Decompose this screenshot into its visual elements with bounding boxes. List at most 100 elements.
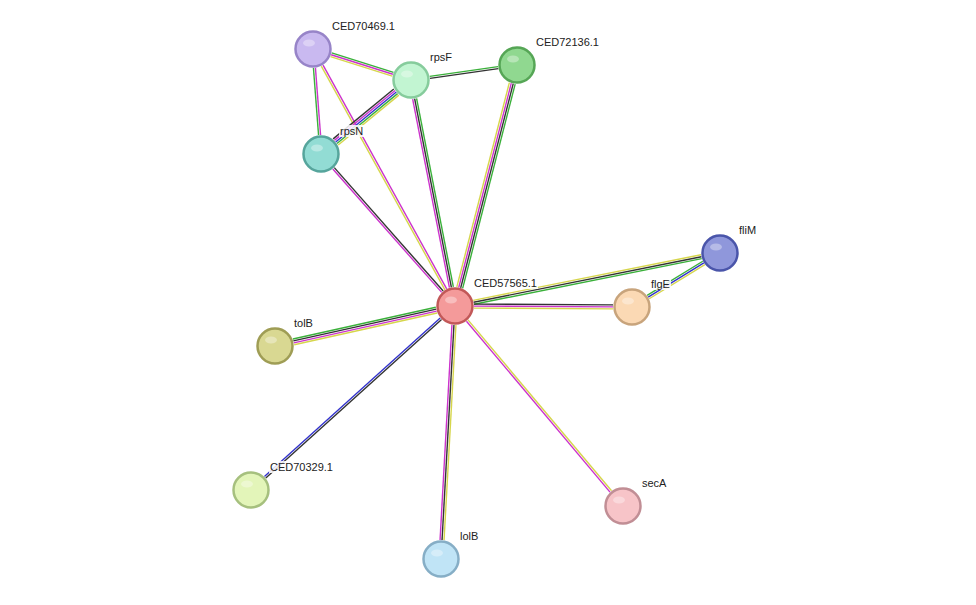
interaction-edge — [466, 320, 611, 492]
node-circle — [294, 30, 332, 68]
evidence-line — [474, 307, 613, 309]
evidence-line — [331, 57, 393, 77]
protein-label: fliM — [738, 224, 757, 236]
node-circle — [392, 61, 430, 99]
evidence-line — [648, 263, 704, 297]
evidence-line — [294, 311, 437, 343]
interaction-edge — [473, 255, 702, 304]
evidence-line — [468, 320, 612, 491]
interaction-edge — [474, 304, 613, 309]
evidence-line — [333, 89, 394, 139]
evidence-line — [332, 53, 394, 73]
evidence-line — [338, 95, 399, 145]
evidence-line — [457, 83, 510, 287]
node-gloss — [622, 298, 634, 305]
evidence-line — [417, 98, 454, 287]
node-circle — [703, 236, 738, 271]
evidence-line — [649, 265, 705, 299]
evidence-line — [461, 84, 514, 288]
node-circle — [302, 135, 340, 173]
interaction-edge — [413, 98, 454, 287]
protein-label: CED72136.1 — [535, 36, 600, 48]
protein-label: lolB — [459, 530, 479, 542]
interaction-edge — [647, 261, 705, 299]
node-circle — [613, 288, 651, 326]
node-gloss — [710, 244, 722, 251]
node-circle — [500, 48, 535, 83]
interaction-edge — [440, 325, 456, 540]
evidence-line — [430, 67, 498, 77]
evidence-line — [440, 325, 452, 540]
interaction-edge — [333, 89, 399, 145]
interaction-edge — [430, 67, 499, 79]
evidence-line — [415, 99, 452, 288]
node-gloss — [265, 337, 277, 344]
node-circle — [234, 473, 269, 508]
evidence-line — [474, 305, 613, 307]
node-circle — [394, 63, 429, 98]
protein-label: rpsN — [339, 125, 364, 137]
protein-node: flgE — [613, 288, 651, 326]
protein-label: CED57565.1 — [473, 277, 538, 289]
evidence-line — [334, 91, 395, 141]
node-gloss — [613, 497, 625, 504]
protein-label: secA — [641, 477, 667, 489]
protein-label: rpsF — [429, 51, 453, 63]
evidence-line — [313, 68, 318, 135]
interaction-edge — [331, 53, 394, 76]
protein-node: CED72136.1 — [498, 46, 536, 84]
evidence-line — [293, 307, 436, 339]
node-circle — [606, 489, 641, 524]
node-circle — [498, 46, 536, 84]
node-circle — [304, 137, 339, 172]
node-circle — [296, 32, 331, 67]
evidence-line — [334, 168, 443, 291]
node-circle — [232, 471, 270, 509]
evidence-line — [463, 84, 516, 288]
evidence-line — [430, 69, 498, 79]
interaction-edge — [333, 168, 443, 293]
node-gloss — [401, 71, 413, 78]
protein-node: rpsN — [302, 135, 340, 173]
interaction-edge — [293, 307, 437, 345]
evidence-line — [413, 99, 450, 288]
node-circle — [604, 487, 642, 525]
evidence-line — [333, 169, 442, 292]
evidence-line — [336, 92, 397, 142]
node-gloss — [445, 297, 457, 304]
evidence-line — [459, 83, 512, 287]
node-circle — [438, 289, 473, 324]
interaction-edge — [457, 83, 515, 289]
node-circle — [615, 290, 650, 325]
evidence-line — [474, 257, 702, 303]
evidence-line — [442, 325, 454, 540]
node-circle — [436, 287, 474, 325]
node-circle — [424, 542, 459, 577]
evidence-line — [293, 309, 436, 341]
node-gloss — [311, 145, 323, 152]
node-gloss — [507, 56, 519, 63]
protein-node: CED70329.1 — [232, 471, 270, 509]
evidence-line — [331, 55, 393, 75]
protein-node: secA — [604, 487, 642, 525]
node-circle — [258, 329, 293, 364]
protein-node: CED70469.1 — [294, 30, 332, 68]
evidence-line — [337, 94, 398, 144]
protein-node: tolB — [256, 327, 294, 365]
protein-node: rpsF — [392, 61, 430, 99]
node-gloss — [241, 481, 253, 488]
protein-label: CED70329.1 — [269, 461, 334, 473]
evidence-line — [473, 255, 701, 301]
node-gloss — [431, 550, 443, 557]
protein-label: flgE — [650, 278, 671, 290]
interaction-edge — [313, 68, 320, 135]
node-circle — [701, 234, 739, 272]
protein-label: CED70469.1 — [331, 20, 396, 32]
evidence-line — [321, 66, 445, 290]
evidence-line — [647, 261, 703, 295]
protein-node: fliM — [701, 234, 739, 272]
protein-label: tolB — [293, 317, 314, 329]
node-gloss — [303, 40, 315, 47]
node-circle — [422, 540, 460, 578]
evidence-line — [474, 303, 613, 305]
